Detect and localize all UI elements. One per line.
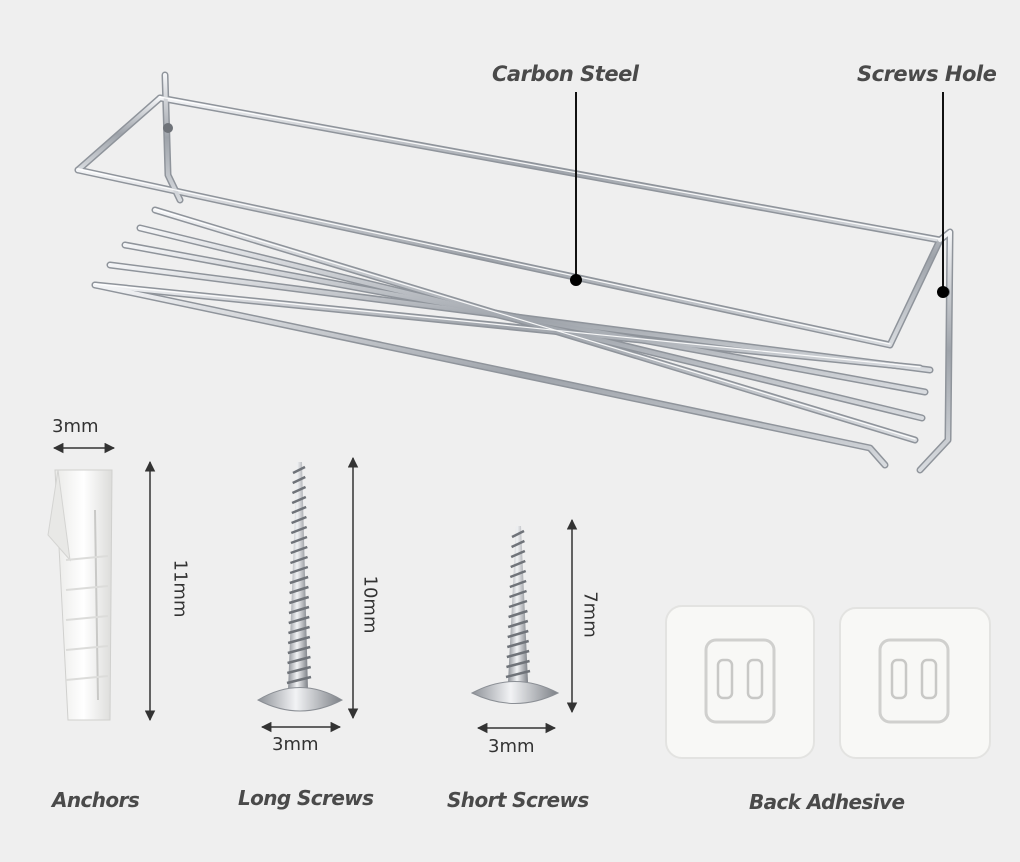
back-adhesive-caption: Back Adhesive [749,790,905,814]
long-screw-length-label: 10mm [359,575,381,634]
long-screw-width-label: 3mm [272,734,319,755]
long-screws-caption: Long Screws [238,786,374,810]
anchors-caption: Anchors [52,788,140,812]
long-screw [256,462,344,712]
short-screw-width-label: 3mm [488,736,535,757]
rack-screw-hole-icon [163,123,173,133]
short-screw-length-label: 7mm [579,591,601,638]
screws-hole-pointer [937,92,949,298]
short-screw [470,526,560,704]
carbon-steel-label: Carbon Steel [492,62,639,86]
adhesive-pad-right [839,607,991,759]
carbon-steel-pointer [570,92,582,286]
short-screws-caption: Short Screws [447,788,589,812]
wire-rack [74,71,954,474]
wall-anchor [47,469,113,721]
anchor-width-label: 3mm [52,416,99,437]
adhesive-pad-left [665,605,815,759]
anchor-length-label: 11mm [169,559,191,618]
screws-hole-label: Screws Hole [857,62,997,86]
